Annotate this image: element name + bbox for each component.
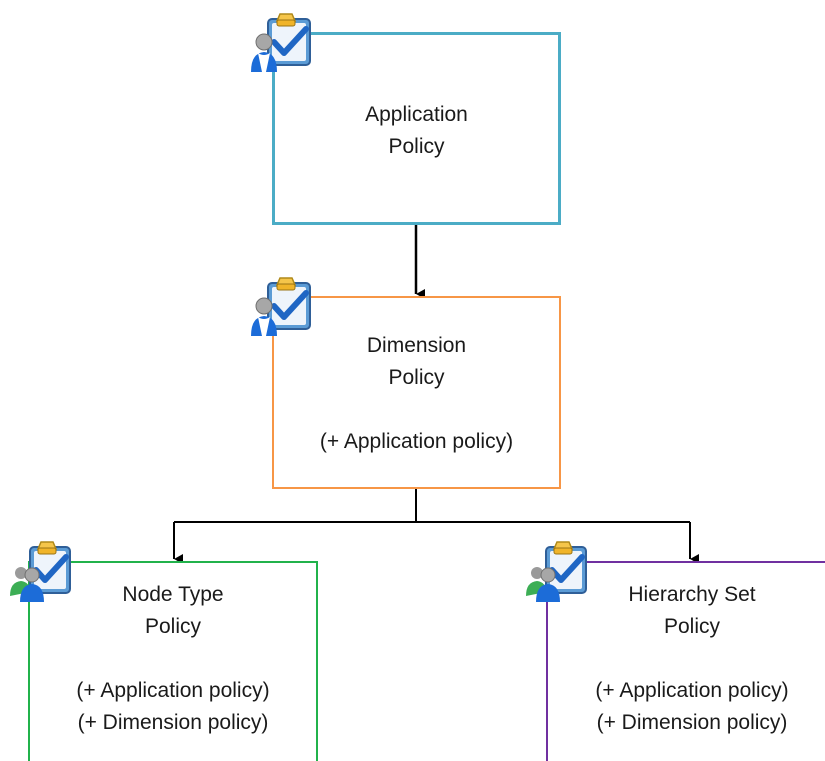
dimension-policy-title-line1: Dimension	[366, 334, 467, 357]
application-policy-title-line2: Policy	[388, 135, 445, 158]
application-policy-title-line1: Application	[365, 103, 468, 126]
hierarchy-set-policy-inherit-dimension: (+ Dimension policy)	[596, 711, 788, 734]
node-type-policy-inherit-dimension: (+ Dimension policy)	[77, 711, 269, 734]
node-type-policy-title-line2: Policy	[144, 615, 202, 638]
policy-group-icon	[526, 541, 587, 602]
node-type-policy-title-line1: Node Type	[122, 583, 224, 606]
policy-group-icon	[10, 541, 71, 602]
hierarchy-set-policy-title-line1: Hierarchy Set	[628, 583, 756, 606]
policy-user-icon	[251, 277, 311, 336]
hierarchy-set-policy-title-line2: Policy	[663, 615, 721, 638]
node-type-policy-box: Node Type Policy (+ Application policy) …	[28, 561, 318, 761]
dimension-policy-inherit-application: (+ Application policy)	[319, 430, 514, 453]
hierarchy-set-policy-inherit-application: (+ Application policy)	[595, 679, 789, 702]
application-policy-box: Application Policy	[272, 32, 561, 225]
hierarchy-set-policy-box: Hierarchy Set Policy (+ Application poli…	[546, 561, 825, 761]
dimension-policy-box: Dimension Policy (+ Application policy)	[272, 296, 561, 489]
node-type-policy-inherit-application: (+ Application policy)	[76, 679, 270, 702]
policy-user-icon	[251, 13, 311, 72]
dimension-policy-title-line2: Policy	[388, 366, 445, 389]
